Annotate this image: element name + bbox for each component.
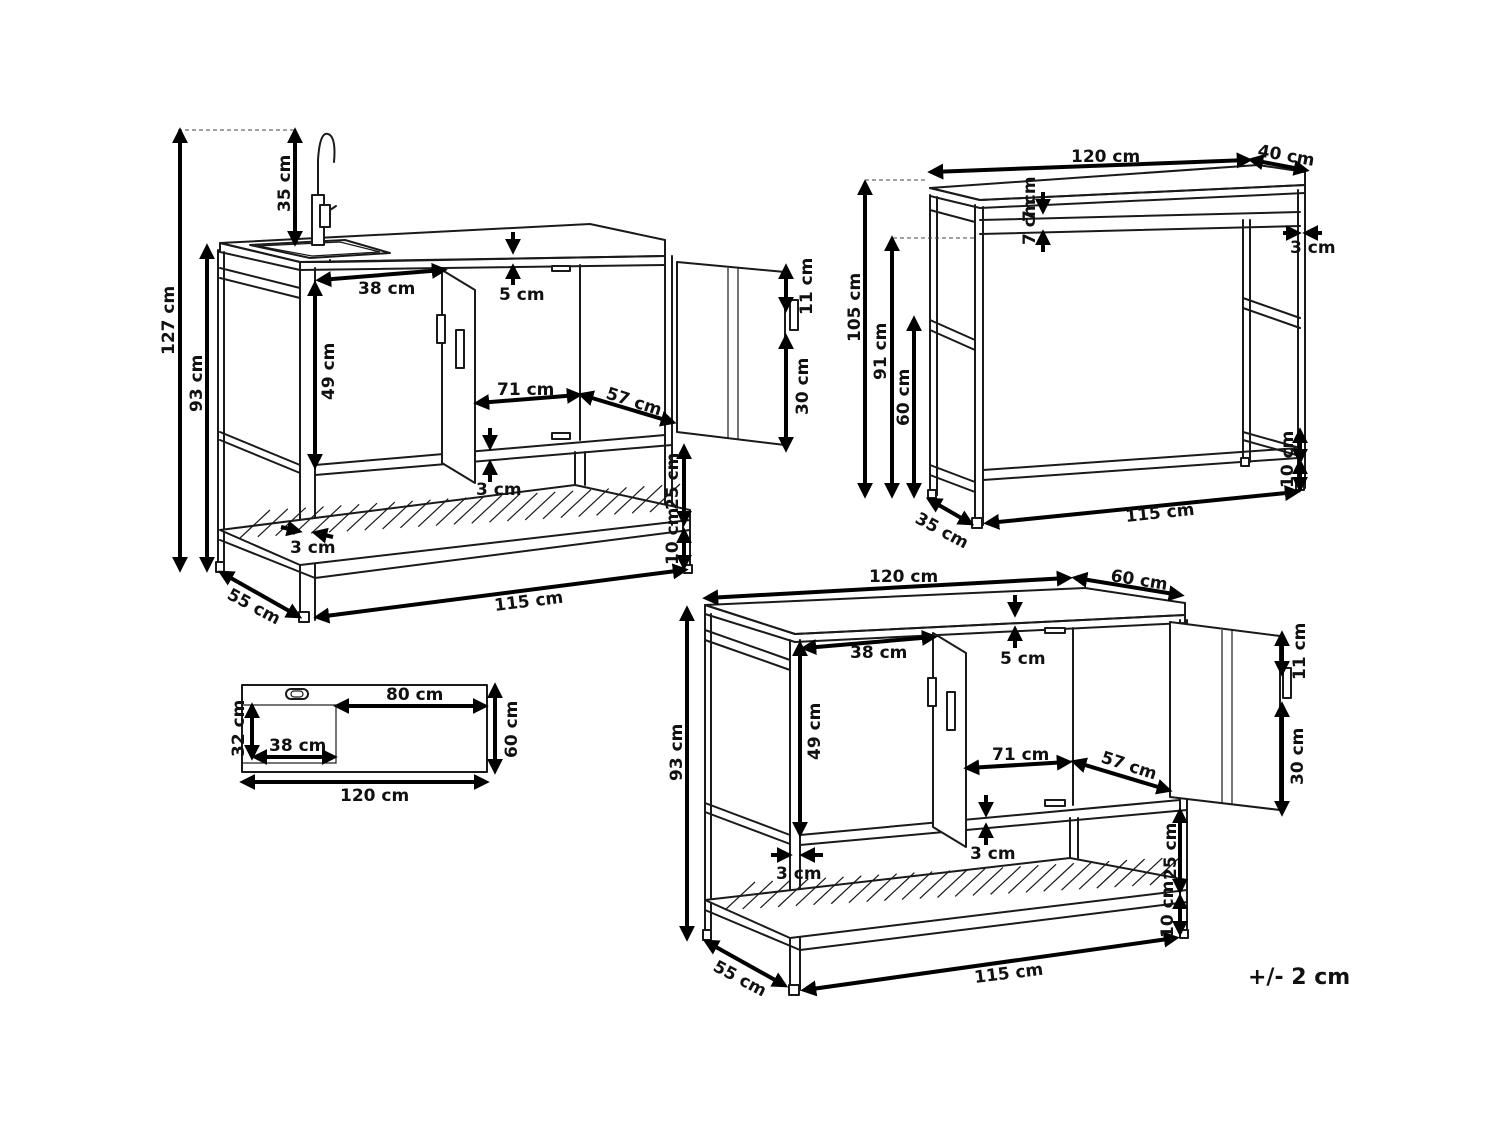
label-71cm-cabinet: 71 cm bbox=[992, 745, 1049, 765]
shelf-slat bbox=[400, 499, 431, 529]
shelf-slat bbox=[542, 490, 574, 520]
label-38cm: 38 cm bbox=[358, 279, 415, 299]
shelf-slat bbox=[848, 874, 880, 904]
label-25cm-cabinet: 25 cm bbox=[1161, 823, 1181, 880]
shelf-slat bbox=[417, 498, 449, 528]
label-49cm-cabinet: 49 cm bbox=[805, 703, 825, 760]
shelf-slat bbox=[346, 502, 378, 532]
shelf-slat bbox=[954, 868, 986, 897]
shelf-slat bbox=[631, 484, 663, 514]
label-35cm: 35 cm bbox=[275, 155, 295, 212]
shelf-slat bbox=[364, 501, 396, 531]
label-30cm: 30 cm bbox=[793, 358, 813, 415]
label-120cm-console: 120 cm bbox=[1071, 147, 1140, 167]
label-115cm-console: 115 cm bbox=[1124, 500, 1195, 527]
label-7cm-upper: 7 cm bbox=[1020, 176, 1040, 222]
sink-unit-dimensions bbox=[172, 127, 794, 624]
shelf-slat bbox=[257, 508, 289, 538]
shelf-slat bbox=[777, 878, 809, 908]
shelf-slat bbox=[883, 872, 915, 902]
shelf-slat bbox=[742, 880, 774, 910]
label-127cm: 127 cm bbox=[159, 286, 179, 355]
shelf-slat bbox=[813, 876, 844, 906]
label-10cm-cabinet: 10 cm bbox=[1158, 881, 1178, 938]
label-32cm: 32 cm bbox=[229, 700, 249, 757]
shelf-slat bbox=[524, 491, 556, 521]
shelf-slat bbox=[382, 500, 414, 530]
shelf-slat bbox=[724, 881, 756, 911]
shelf-slat bbox=[1025, 863, 1057, 893]
shelf-slat bbox=[649, 483, 681, 513]
shelf-slat bbox=[795, 877, 827, 907]
shelf-slat bbox=[901, 871, 933, 901]
shelf-slat bbox=[328, 503, 360, 533]
label-35cm-console: 35 cm bbox=[912, 509, 972, 554]
shelf-slat bbox=[239, 509, 271, 539]
top-view-dimensions bbox=[239, 682, 503, 790]
label-3cm-leg: 3 cm bbox=[290, 538, 336, 558]
shelf-slat bbox=[919, 870, 951, 899]
shelf-slat bbox=[1114, 858, 1145, 888]
shelf-slat bbox=[560, 489, 592, 519]
label-5cm-cabinet: 5 cm bbox=[1000, 649, 1046, 669]
label-120cm-cabinet: 120 cm bbox=[869, 567, 938, 587]
shelf-slat bbox=[506, 492, 538, 522]
shelf-slat bbox=[435, 497, 467, 527]
shelf-slat bbox=[937, 869, 968, 898]
label-3cm-console: 3 cm bbox=[1290, 238, 1336, 258]
label-60cm-console: 60 cm bbox=[894, 369, 914, 426]
label-80cm: 80 cm bbox=[386, 685, 443, 705]
label-38cm-cabinet: 38 cm bbox=[850, 643, 907, 663]
tolerance-note: +/- 2 cm bbox=[1248, 965, 1350, 990]
shelf-slat bbox=[760, 879, 791, 909]
sink-unit-labels: 127 cm 35 cm 93 cm 38 cm 5 cm 49 cm 71 c… bbox=[159, 155, 817, 630]
label-3cm-leg-cabinet: 3 cm bbox=[776, 864, 822, 884]
shelf-slat bbox=[1007, 864, 1039, 894]
label-7cm-lower: 7 cm bbox=[1020, 199, 1040, 245]
label-5cm: 5 cm bbox=[499, 285, 545, 305]
shelf-slat bbox=[578, 488, 610, 517]
shelf-slat bbox=[1096, 859, 1128, 889]
label-49cm: 49 cm bbox=[319, 343, 339, 400]
label-30cm-cabinet: 30 cm bbox=[1288, 728, 1308, 785]
shelf-slat bbox=[489, 493, 520, 523]
cabinet-unit-drawing bbox=[702, 587, 1292, 996]
shelf-slat bbox=[613, 485, 645, 515]
label-10cm-console: 10 cm bbox=[1278, 431, 1298, 488]
shelf-slat bbox=[1043, 862, 1075, 892]
top-view-labels: 80 cm 32 cm 38 cm 60 cm 120 cm bbox=[229, 685, 522, 806]
shelf-slat bbox=[830, 875, 862, 905]
label-10cm: 10 cm bbox=[663, 508, 683, 565]
label-60cm-cabinet: 60 cm bbox=[1109, 566, 1169, 595]
label-11cm: 11 cm bbox=[797, 258, 817, 315]
console-table-drawing bbox=[865, 164, 1306, 529]
shelf-slat bbox=[1061, 861, 1092, 891]
shelf-slat bbox=[990, 865, 1022, 895]
label-55cm-cabinet: 55 cm bbox=[710, 957, 770, 1002]
label-120cm-top: 120 cm bbox=[340, 786, 409, 806]
label-93cm: 93 cm bbox=[187, 355, 207, 412]
label-25cm: 25 cm bbox=[663, 453, 683, 510]
label-3cm-bar-cabinet: 3 cm bbox=[970, 844, 1016, 864]
shelf-slat bbox=[596, 486, 627, 516]
label-71cm: 71 cm bbox=[497, 380, 554, 400]
console-table-dimensions bbox=[857, 152, 1322, 530]
shelf-slat bbox=[453, 495, 485, 525]
label-38cm-top: 38 cm bbox=[269, 736, 326, 756]
cabinet-unit-dimensions bbox=[679, 570, 1290, 997]
shelf-slat bbox=[866, 873, 898, 903]
label-91cm: 91 cm bbox=[871, 323, 891, 380]
sink-unit-drawing bbox=[178, 129, 799, 623]
label-93cm-cabinet: 93 cm bbox=[667, 724, 687, 781]
shelf-slat bbox=[1078, 860, 1110, 890]
label-57cm: 57 cm bbox=[603, 384, 664, 421]
label-3cm-bar: 3 cm bbox=[476, 480, 522, 500]
shelf-slat bbox=[972, 866, 1004, 896]
label-60cm-top: 60 cm bbox=[502, 701, 522, 758]
shelf-slat bbox=[471, 494, 503, 524]
label-11cm-cabinet: 11 cm bbox=[1290, 623, 1310, 680]
shelf-slat bbox=[1131, 857, 1163, 887]
label-105cm: 105 cm bbox=[845, 273, 865, 342]
